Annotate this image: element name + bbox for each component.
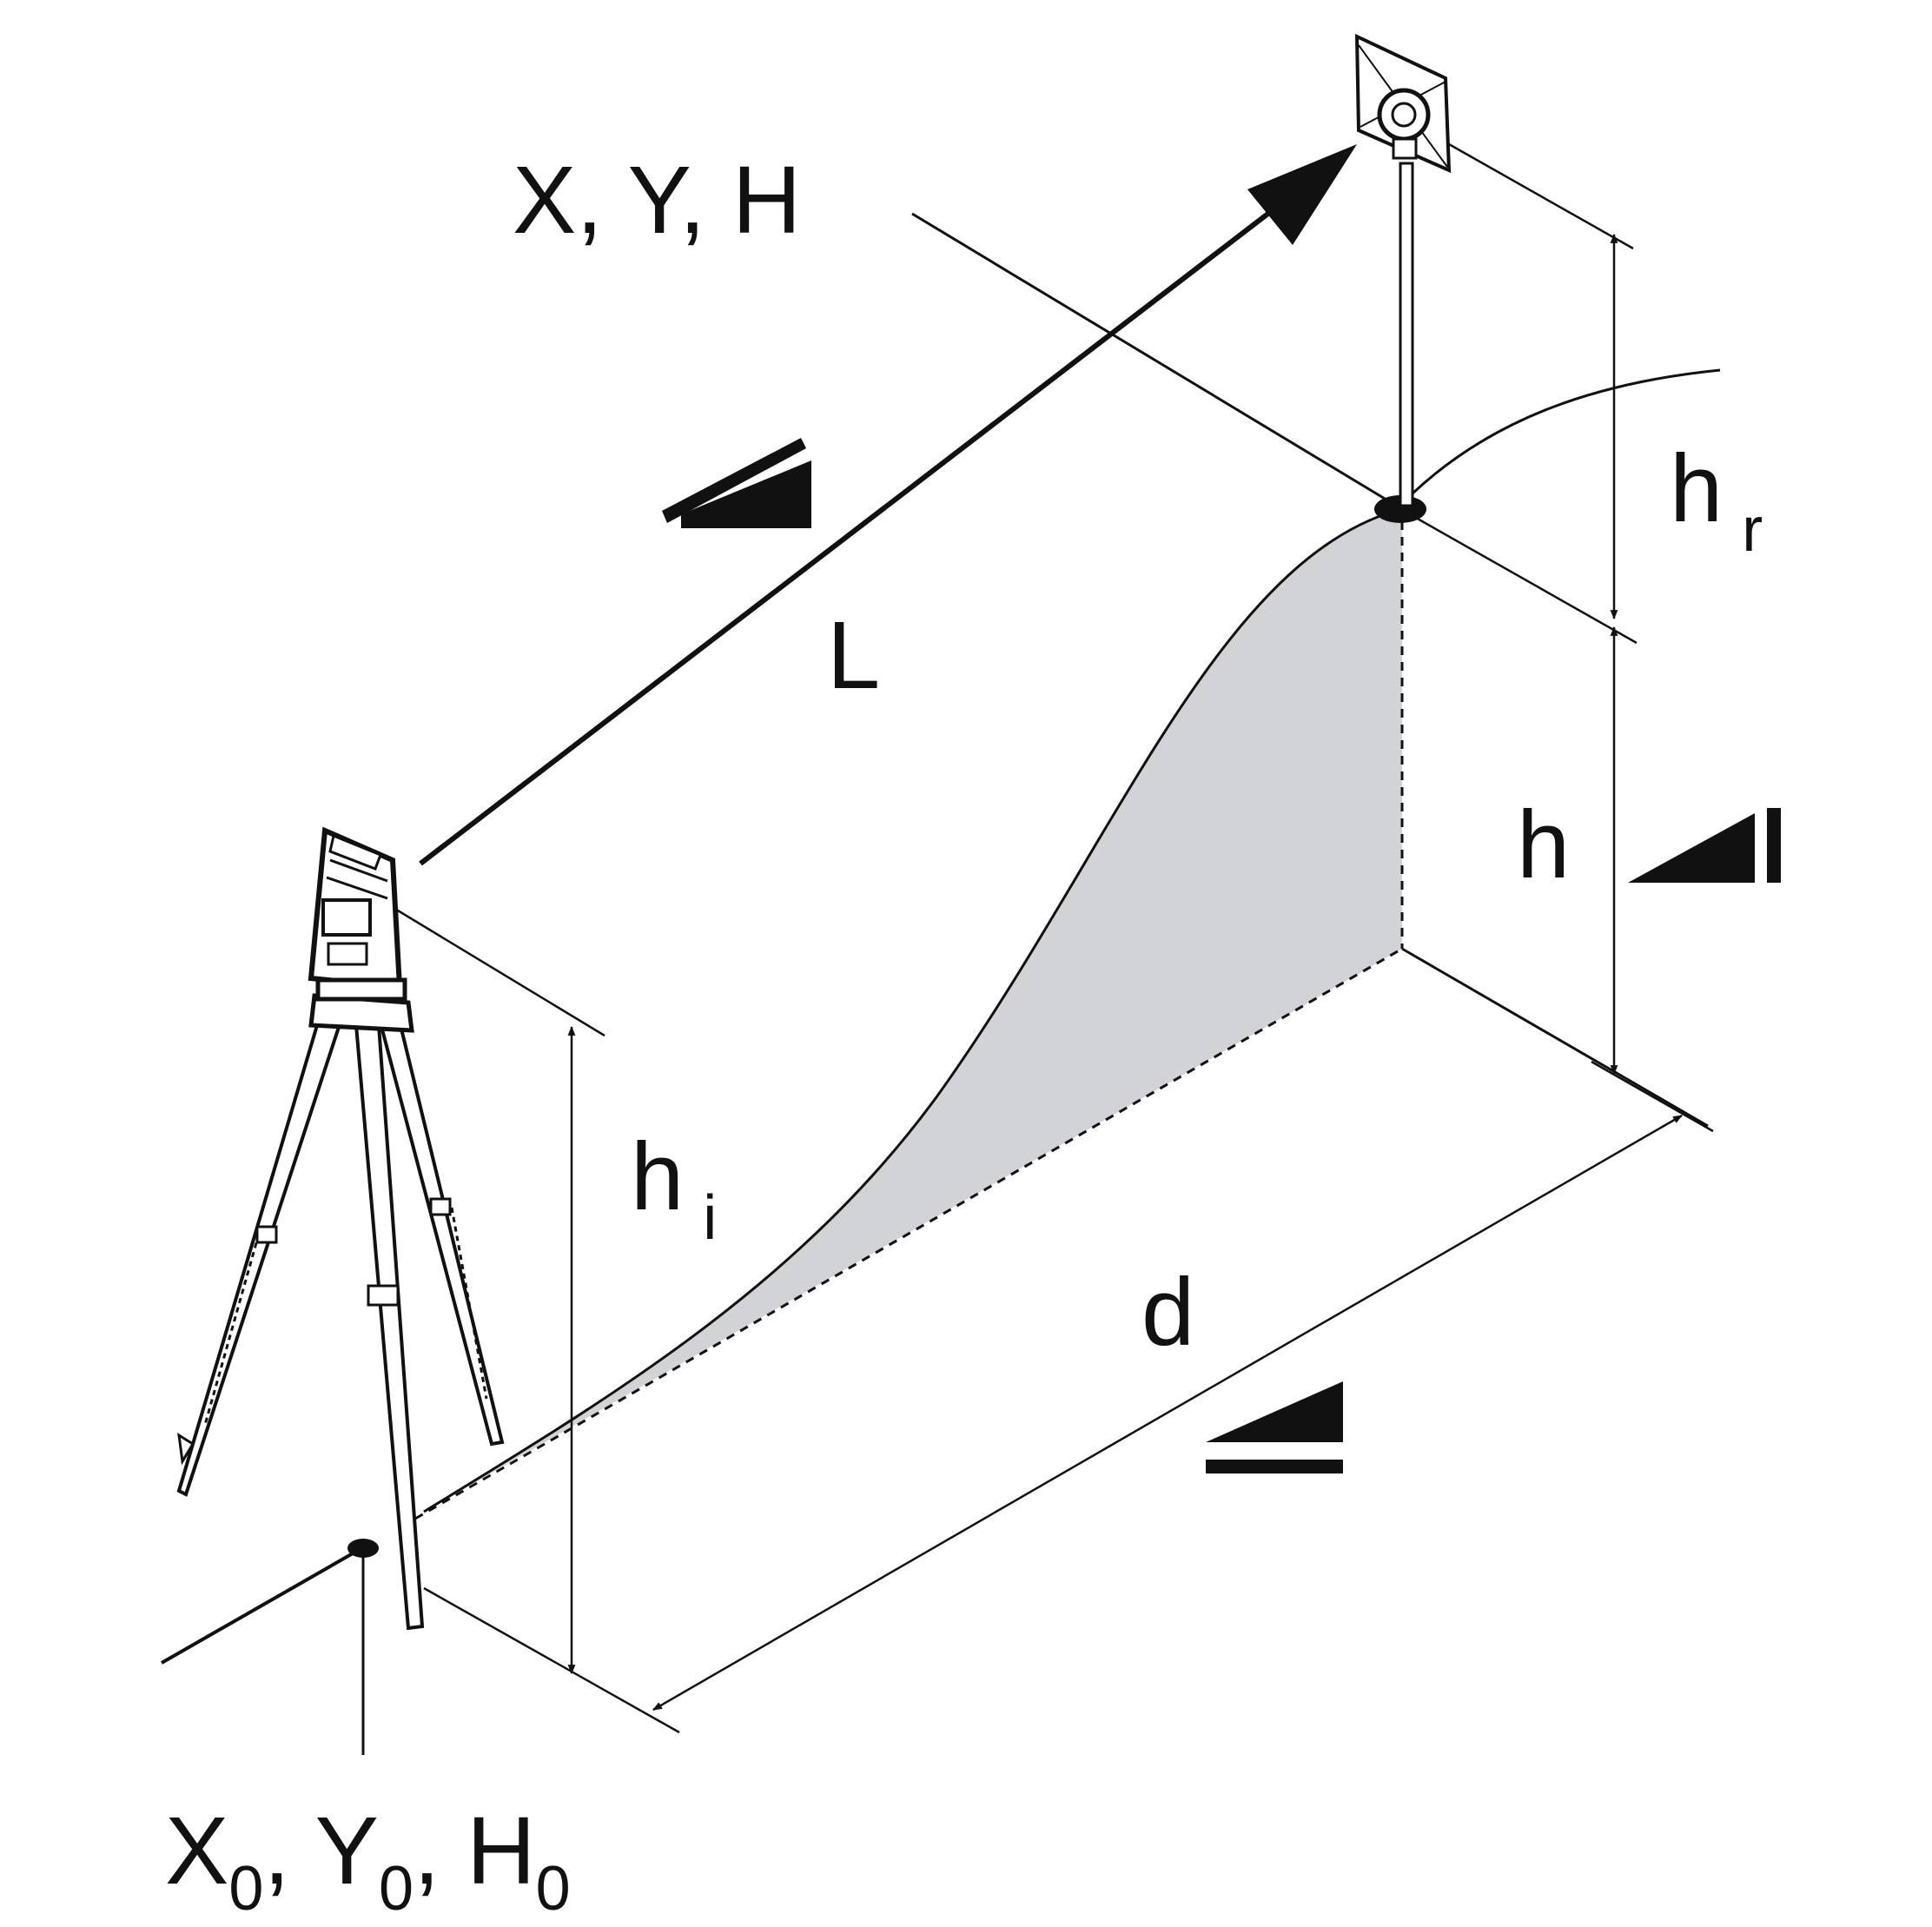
reflector-prism (1377, 88, 1431, 142)
terrain-beyond-target (1411, 368, 1721, 495)
slope-distance-icon (662, 438, 811, 528)
instrument-height-ext-bottom (423, 1586, 680, 1734)
slope-distance-line (419, 204, 1279, 866)
reflector-ext-bottom (1415, 516, 1638, 645)
instrument-height-ext-top (388, 904, 605, 1037)
reflector (1354, 33, 1452, 507)
horizontal-distance-dimension (652, 1114, 1683, 1712)
slope-distance-label: L (827, 602, 880, 709)
target-coordinates-label: X, Y, H (513, 147, 801, 254)
horizontal-distance-icon (1206, 1381, 1343, 1473)
target-direction-line (911, 212, 1394, 506)
station-coordinates-label: X0, Y0, H0 (165, 1798, 571, 1924)
ground-line-right (1401, 947, 1709, 1128)
height-difference-icon (1628, 808, 1781, 883)
horizontal-distance-label: d (1141, 1259, 1194, 1366)
reflector-ext-top (1448, 142, 1634, 250)
instrument-handle (328, 833, 382, 871)
tripod-leg-left (176, 1014, 343, 1497)
tribrach (315, 977, 407, 1002)
height-difference-label: h (1517, 791, 1570, 898)
terrain-profile (424, 511, 1402, 1512)
terrain-curve (423, 509, 1396, 1513)
ground-line-left (161, 1545, 366, 1665)
reflector-pole (1399, 162, 1414, 507)
station-point (347, 1539, 379, 1558)
total-station-instrument (176, 826, 505, 1631)
slope-distance-arrowhead (1247, 144, 1357, 245)
distance-ext-right (1591, 1060, 1714, 1133)
